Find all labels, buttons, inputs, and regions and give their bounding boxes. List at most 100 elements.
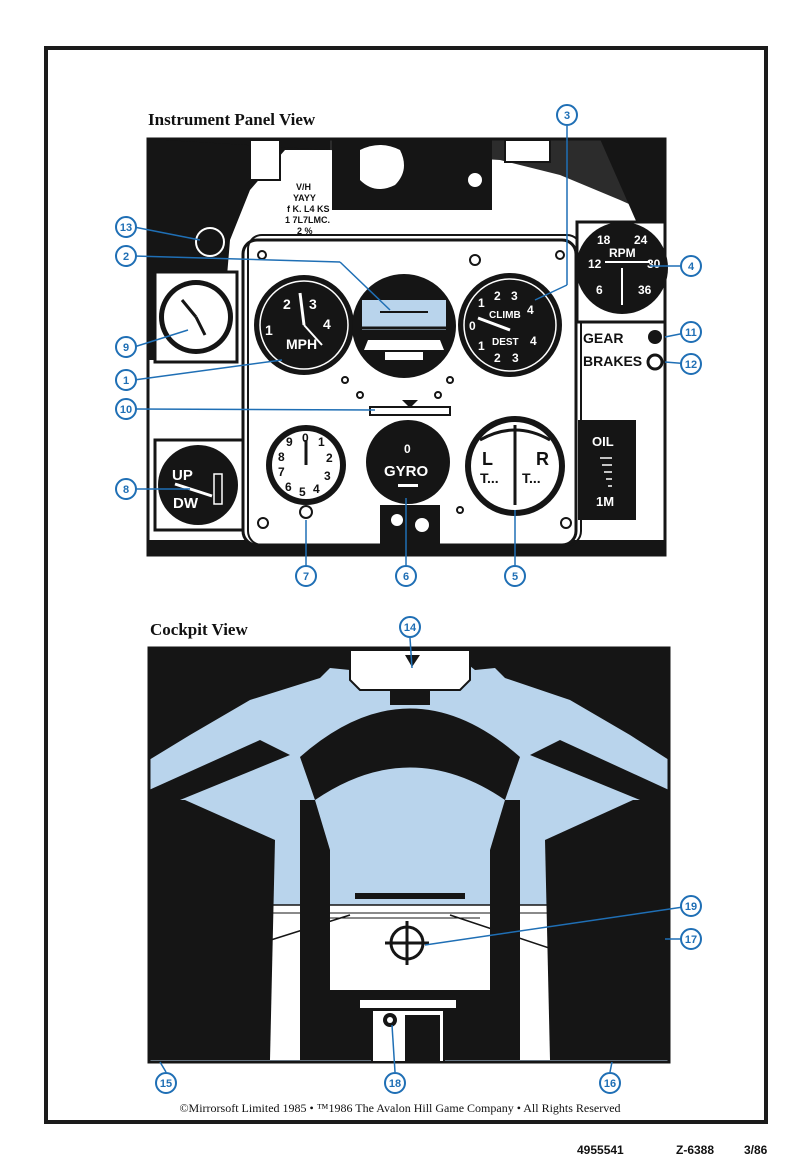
climb-digit-1: 1 <box>478 296 485 310</box>
cockpit-view <box>147 646 671 1064</box>
rpm-digit-36: 36 <box>638 283 652 297</box>
callout-circles <box>115 104 702 1094</box>
scribble-line-3: f K. L4 KS <box>287 204 330 214</box>
brakes-label: BRAKES <box>583 353 642 369</box>
climb-digit-4: 4 <box>527 303 534 317</box>
rpm-digit-12: 12 <box>588 257 602 271</box>
brakes-light[interactable] <box>646 353 664 371</box>
callout-label-8: 8 <box>123 484 129 496</box>
instrument-panel-title: Instrument Panel View <box>148 110 316 129</box>
callout-circle-12 <box>680 353 702 375</box>
callout-circle-3 <box>556 104 578 126</box>
callout-label-1: 1 <box>123 375 129 387</box>
climb-gauge: 0 1 2 3 4 1 2 3 4 CLIMB DEST <box>458 273 562 377</box>
airspeed-label: MPH <box>286 336 317 352</box>
dest-digit-3: 3 <box>512 351 519 365</box>
dest-digit-1: 1 <box>478 339 485 353</box>
dest-digit-4: 4 <box>530 334 537 348</box>
turn-gauge: L R T... T... <box>465 416 565 516</box>
updown-up: UP <box>172 467 193 484</box>
altimeter-digit-5: 5 <box>299 485 306 499</box>
altimeter-digit-1: 1 <box>318 435 325 449</box>
updown-down: DW <box>173 495 199 512</box>
callout-label-16: 16 <box>604 1078 616 1090</box>
callout-circle-17 <box>680 928 702 950</box>
callout-circle-5 <box>504 565 526 587</box>
rpm-digit-6: 6 <box>596 283 603 297</box>
callout-label-11: 11 <box>685 327 697 339</box>
part-number: 4955541 <box>577 1143 624 1157</box>
turn-right-label: R <box>536 449 549 469</box>
callout-label-2: 2 <box>123 251 129 263</box>
gear-label: GEAR <box>583 330 623 346</box>
rpm-digit-30: 30 <box>647 257 661 271</box>
callout-label-6: 6 <box>403 571 409 583</box>
altimeter-digit-7: 7 <box>278 465 285 479</box>
dest-label: DEST <box>492 337 519 348</box>
turn-left-label: L <box>482 449 493 469</box>
print-date: 3/86 <box>744 1143 768 1157</box>
callout-label-7: 7 <box>303 571 309 583</box>
callout-label-3: 3 <box>564 110 570 122</box>
altimeter-digit-4: 4 <box>313 482 320 496</box>
callout-label-12: 12 <box>685 359 697 371</box>
airspeed-digit-1: 1 <box>265 322 273 338</box>
scribble-line-1: V/H <box>296 182 311 192</box>
callout-circle-10 <box>115 398 137 420</box>
climb-digit-2: 2 <box>494 289 501 303</box>
copyright-line: ©Mirrorsoft Limited 1985 • ™1986 The Ava… <box>179 1101 621 1115</box>
climb-digit-3: 3 <box>511 289 518 303</box>
scribble-line-4: 1 7L7LMC. <box>285 215 330 225</box>
callout-circle-14 <box>399 616 421 638</box>
callout-circle-16 <box>599 1072 621 1094</box>
callout-circle-15 <box>155 1072 177 1094</box>
callout-circle-2 <box>115 245 137 267</box>
callout-circle-13 <box>115 216 137 238</box>
scribble-line-2: YAYY <box>293 193 316 203</box>
rpm-digit-18: 18 <box>597 233 611 247</box>
callout-circle-9 <box>115 336 137 358</box>
rpm-gauge: 18 24 12 30 6 36 RPM <box>575 220 668 324</box>
gyro-digit: 0 <box>404 442 411 456</box>
rpm-digit-24: 24 <box>634 233 648 247</box>
callout-circle-8 <box>115 478 137 500</box>
gyro-gauge: 0 GYRO <box>366 420 450 545</box>
airspeed-digit-4: 4 <box>323 316 331 332</box>
altimeter-digit-2: 2 <box>326 451 333 465</box>
gyro-label: GYRO <box>384 463 429 480</box>
product-code: Z-6388 <box>676 1143 715 1157</box>
airspeed-gauge: 1 2 3 4 MPH <box>254 275 354 375</box>
instrument-panel: V/H YAYY f K. L4 KS 1 7L7LMC. 2 % <box>146 137 668 557</box>
callout-circle-19 <box>680 895 702 917</box>
altimeter-gauge: 0 1 2 3 4 5 6 7 8 9 <box>266 425 346 519</box>
callout-label-4: 4 <box>688 261 695 273</box>
callout-circle-1 <box>115 369 137 391</box>
callout-label-19: 19 <box>685 901 697 913</box>
callout-label-10: 10 <box>120 404 132 416</box>
callout-label-18: 18 <box>389 1078 401 1090</box>
climb-label: CLIMB <box>489 310 521 321</box>
altimeter-digit-9: 9 <box>286 435 293 449</box>
callout-label-13: 13 <box>120 222 132 234</box>
callout-leaders <box>133 126 691 1073</box>
oil-sub-label: 1M <box>596 494 614 509</box>
cockpit-view-title: Cockpit View <box>150 620 248 639</box>
updown-gauge: UP DW <box>153 438 245 532</box>
altimeter-digit-3: 3 <box>324 469 331 483</box>
callout-label-17: 17 <box>685 934 697 946</box>
scribble-line-5: 2 % <box>297 226 313 236</box>
rpm-label: RPM <box>609 246 636 260</box>
gear-light[interactable] <box>648 330 662 344</box>
oil-gauge: OIL 1M <box>578 420 636 520</box>
page-frame <box>44 46 768 1124</box>
climb-digit-0: 0 <box>469 319 476 333</box>
callout-circle-4 <box>680 255 702 277</box>
airspeed-digit-3: 3 <box>309 296 317 312</box>
callout-circle-18 <box>384 1072 406 1094</box>
callout-circle-7 <box>295 565 317 587</box>
callout-circle-6 <box>395 565 417 587</box>
oil-label: OIL <box>592 434 614 449</box>
dest-digit-2: 2 <box>494 351 501 365</box>
turn-right-t: T... <box>522 470 541 486</box>
